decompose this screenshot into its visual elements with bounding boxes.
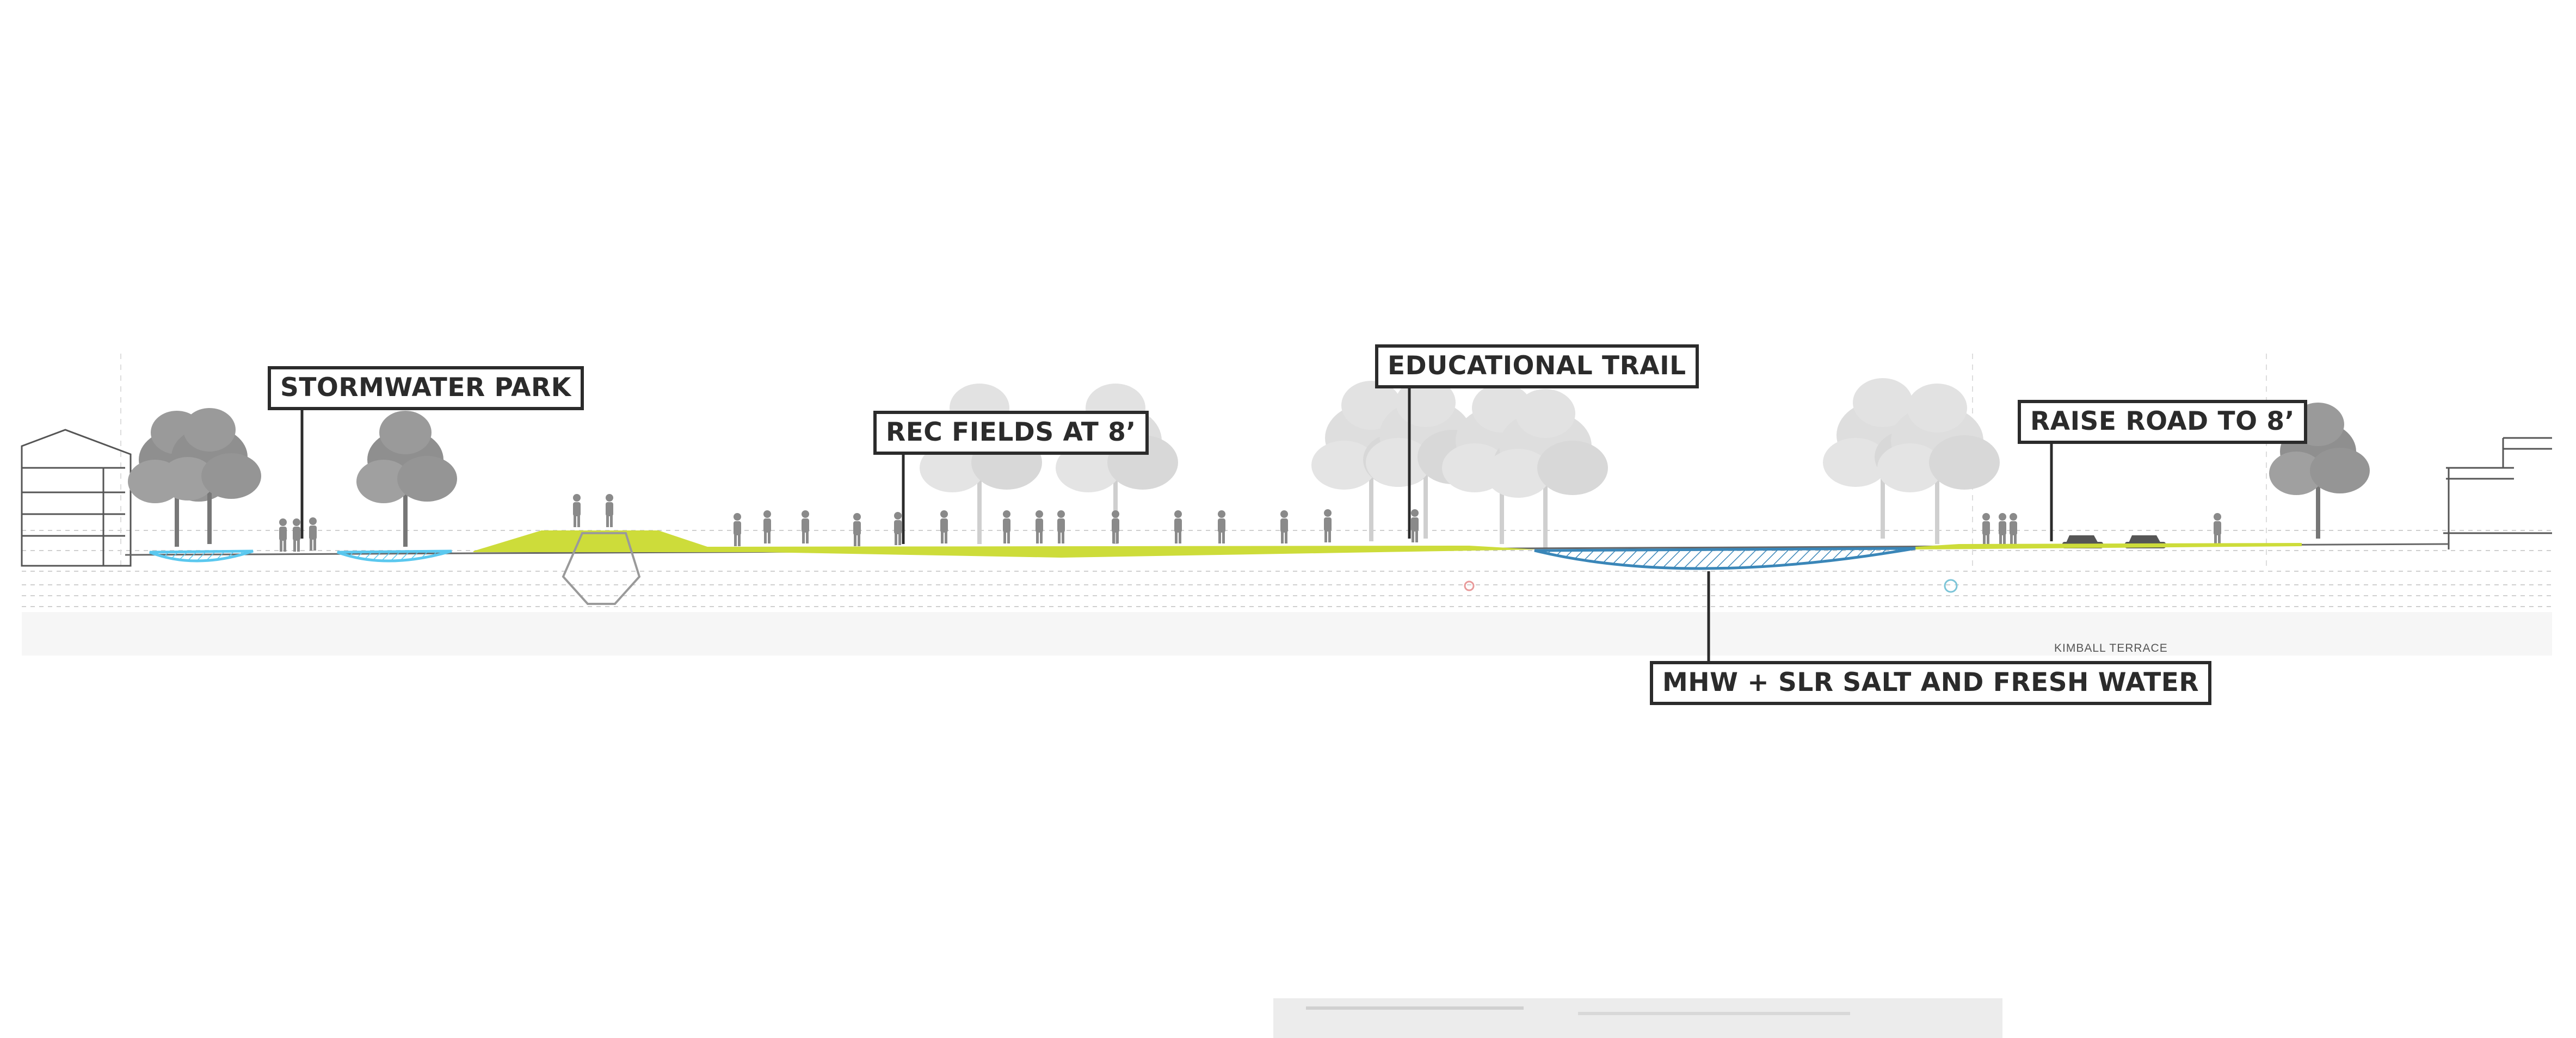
infiltration-chamber bbox=[562, 532, 641, 605]
bioswale-right bbox=[337, 549, 452, 563]
tree-group-left bbox=[128, 408, 457, 547]
callout-mhw-slr: MHW + SLR SALT AND FRESH WATER bbox=[1650, 661, 2212, 705]
marker-blue bbox=[1944, 579, 1958, 593]
callout-educational-trail: EDUCATIONAL TRAIL bbox=[1375, 344, 1699, 388]
road-name-label: KIMBALL TERRACE bbox=[2054, 642, 2168, 654]
road-berm bbox=[1915, 543, 2302, 549]
callout-stormwater-park: STORMWATER PARK bbox=[268, 366, 584, 410]
callout-raise-road: RAISE ROAD TO 8’ bbox=[2018, 400, 2307, 444]
salt-marsh-water bbox=[1534, 547, 1916, 570]
callout-rec-fields: REC FIELDS AT 8’ bbox=[873, 411, 1149, 455]
tree-group-center bbox=[920, 378, 2000, 549]
right-building bbox=[2443, 437, 2552, 549]
left-building bbox=[21, 429, 132, 567]
ground-texture bbox=[22, 612, 2552, 656]
marker-red bbox=[1464, 580, 1475, 591]
bioswale-left bbox=[149, 549, 254, 563]
vertical-guides bbox=[120, 354, 2267, 566]
faint-bottom-strip bbox=[1273, 998, 2002, 1038]
leader-lines bbox=[300, 387, 2053, 664]
berm-rec-fields bbox=[473, 530, 1537, 558]
